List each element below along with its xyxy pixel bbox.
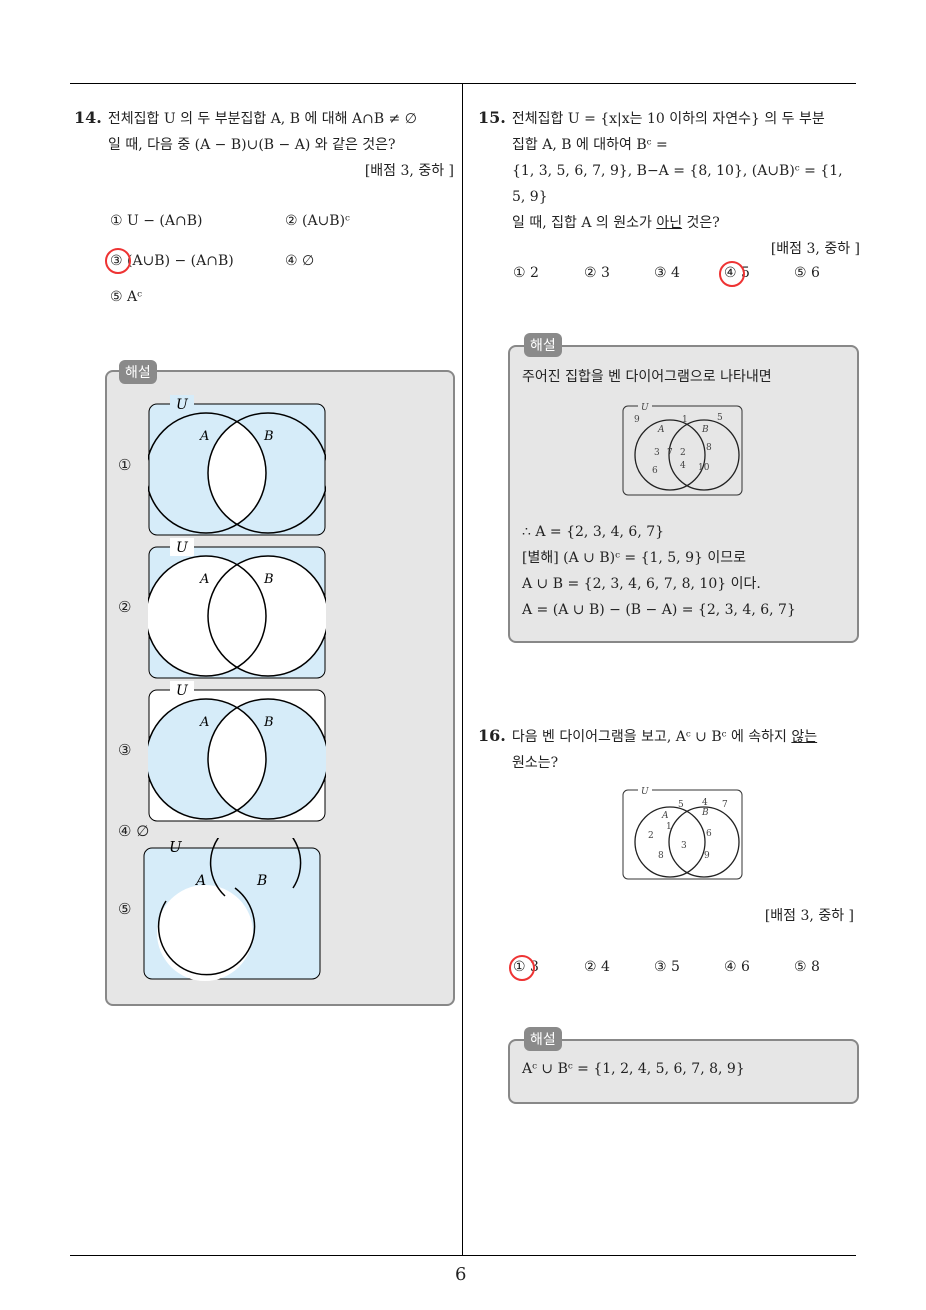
venn-label-a: A [199,429,209,444]
venn-label-a: A [194,873,206,889]
venn-label-a: A [661,811,669,821]
solution-tag: 해설 [524,1027,562,1051]
option-3[interactable]: ③ 4 [654,265,680,281]
venn-element: 4 [702,798,708,808]
venn-element: 3 [654,448,660,458]
diagram-label-3: ③ [118,741,132,759]
diagram-label-2: ② [118,598,132,616]
question-14: 14. 전체집합 U 의 두 부분집합 A, B 에 대해 A∩B ≠ ∅ 일 때… [74,105,454,184]
answer-circle [105,248,131,274]
solution-line: A ∪ B = {2, 3, 4, 6, 7, 8, 10} 이다. [522,576,761,592]
venn-element: 5 [717,413,723,423]
option-2[interactable]: ② 3 [584,265,610,281]
option-5[interactable]: ⑤ 8 [794,959,820,975]
option-2[interactable]: ② 4 [584,959,610,975]
question-number: 16. [478,726,506,745]
venn-diagram: U A B 5 4 7 1 2 8 3 6 9 [622,784,743,880]
venn-element: 7 [722,800,728,810]
venn-label-u: U [176,397,189,413]
option-4[interactable]: ④ 6 [724,959,750,975]
venn-label-b: B [263,572,274,587]
solution-intro: 주어진 집합을 벤 다이어그램으로 나타내면 [522,369,772,385]
venn-label-u: U [176,540,189,556]
question-text: 원소는? [512,755,559,771]
solution-line: Aᶜ ∪ Bᶜ = {1, 2, 4, 5, 6, 7, 8, 9} [522,1061,745,1077]
option-5[interactable]: ⑤ 6 [794,265,820,281]
score-label: [배점 3, 중하 ] [770,241,860,257]
question-text: 다음 벤 다이어그램을 보고, Aᶜ ∪ Bᶜ 에 속하지 [511,729,792,745]
option-3[interactable]: ③ 5 [654,959,680,975]
venn-label-b: B [701,808,709,818]
venn-element: 7 [667,448,673,458]
venn-element: 1 [666,822,672,832]
venn-label-b: B [701,425,709,435]
question-text: 전체집합 U 의 두 부분집합 A, B 에 대해 A∩B ≠ ∅ [107,111,417,127]
question-16: 16. 다음 벤 다이어그램을 보고, Aᶜ ∪ Bᶜ 에 속하지 않는 원소는? [478,723,860,776]
question-text: {1, 3, 5, 6, 7, 9}, B−A = {8, 10}, (A∪B)… [512,163,843,205]
underlined-word: 않는 [791,729,818,745]
diagram-label-5: ⑤ [118,900,132,918]
page-number: 6 [455,1264,467,1285]
solution-line: A = (A ∪ B) − (B − A) = {2, 3, 4, 6, 7} [522,602,796,618]
venn-element: 6 [706,829,712,839]
venn-element: 10 [698,463,710,473]
venn-label-u: U [641,787,649,797]
question-number: 15. [478,108,506,127]
venn-diagram-5: U A B [143,838,321,981]
diagram-label-1: ① [118,456,132,474]
answer-circle [509,955,535,981]
venn-element: 1 [682,415,688,425]
venn-label-u: U [169,838,183,856]
venn-element: 2 [648,831,654,841]
score-label: [배점 3, 중하 ] [764,908,854,924]
question-text: 일 때, 다음 중 (A − B)∪(B − A) 와 같은 것은? [108,137,396,153]
question-text: 일 때, 집합 A 의 원소가 [512,215,657,231]
solution-tag: 해설 [119,360,157,384]
venn-diagram-2: U A B [148,538,326,679]
option-5[interactable]: ⑤ Aᶜ [110,289,142,305]
solution-line: ∴ A = {2, 3, 4, 6, 7} [522,524,665,540]
option-2[interactable]: ② (A∪B)ᶜ [285,213,350,229]
venn-diagram-3: U A B [148,681,326,822]
venn-label-u: U [176,683,189,699]
venn-element: 6 [652,466,658,476]
question-text: 전체집합 U = {x|x는 10 이하의 자연수} 의 두 부분 [511,111,825,127]
venn-element: 4 [680,461,686,471]
venn-element: 8 [658,851,664,861]
option-3[interactable]: ③ (A∪B) − (A∩B) [110,253,234,269]
solution-tag: 해설 [524,333,562,357]
venn-element: 9 [704,851,710,861]
question-number: 14. [74,108,102,127]
venn-label-b: B [263,429,274,444]
venn-label-b: B [256,873,267,889]
venn-element: 3 [681,841,687,851]
question-text: 것은? [682,215,720,231]
column-divider [462,83,463,1255]
venn-label-a: A [199,572,209,587]
venn-label-a: A [199,715,209,730]
option-4[interactable]: ④ ∅ [285,253,315,269]
venn-diagram-1: U A B [148,395,326,536]
option-1[interactable]: ① U − (A∩B) [110,213,203,229]
venn-diagram: U A B 9 1 5 3 7 6 2 4 8 10 [622,400,743,496]
score-label: [배점 3, 중하 ] [364,163,454,179]
solution-box [508,1039,859,1104]
venn-label-b: B [263,715,274,730]
venn-element: 8 [706,443,712,453]
underlined-word: 아닌 [656,215,683,231]
answer-circle [719,261,745,287]
top-rule [70,83,856,84]
question-text: 집합 A, B 에 대하여 Bᶜ = [512,137,668,153]
venn-label-a: A [657,425,665,435]
solution-line: [별해] (A ∪ B)ᶜ = {1, 5, 9} 이므로 [522,550,746,566]
venn-element: 2 [680,448,686,458]
question-15: 15. 전체집합 U = {x|x는 10 이하의 자연수} 의 두 부분 집합 … [478,105,860,262]
venn-label-u: U [641,403,649,413]
option-1[interactable]: ① 2 [513,265,539,281]
diagram-label-4: ④ ∅ [118,822,150,840]
bottom-rule [70,1255,856,1256]
venn-element: 5 [678,800,684,810]
venn-element: 9 [634,415,640,425]
